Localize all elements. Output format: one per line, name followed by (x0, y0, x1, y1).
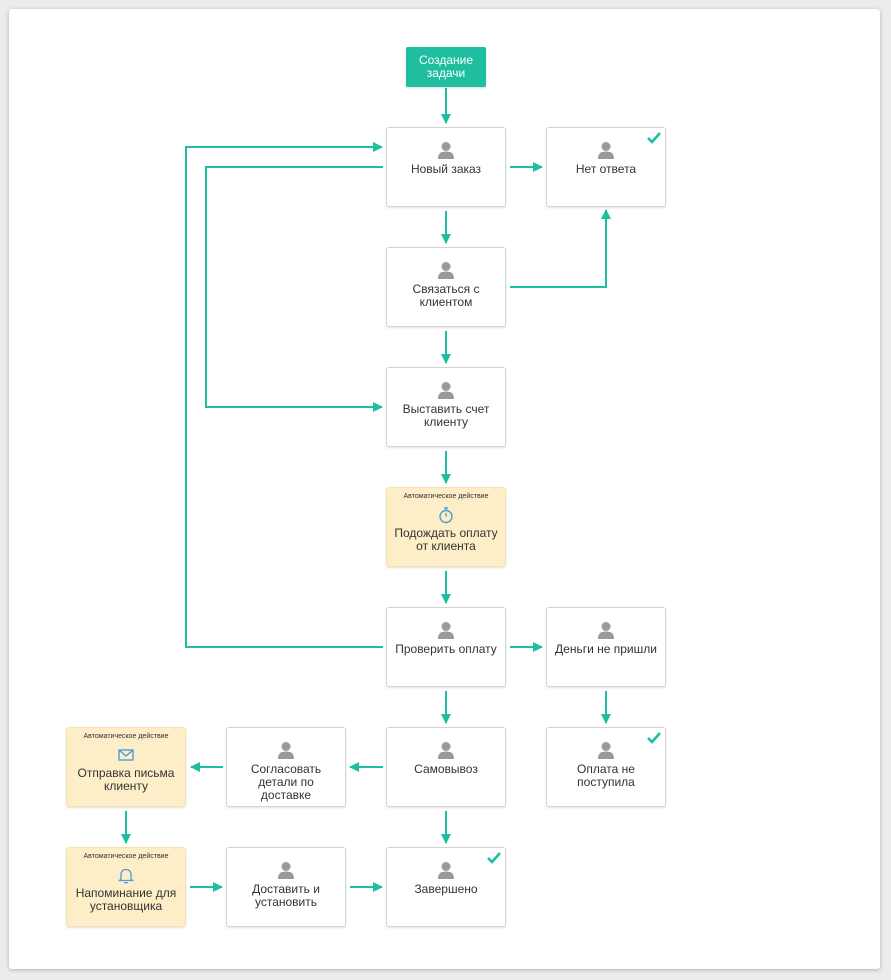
create-task-node[interactable]: Создание задачи (406, 47, 486, 87)
node-label: Согласовать детали по доставке (250, 762, 322, 802)
automatic-action-caption: Автоматическое действие (403, 493, 489, 500)
person-icon (438, 142, 454, 159)
node-send-email[interactable]: Автоматическое действие Отправка письма … (66, 727, 186, 807)
node-contact-client[interactable]: Связаться с клиентом (386, 247, 506, 327)
node-label: Нет ответа (575, 162, 637, 176)
node-payment-not-received[interactable]: Оплата не поступила (546, 727, 666, 807)
node-label: Напоминание для установщика (75, 886, 177, 913)
node-new-order[interactable]: Новый заказ (386, 127, 506, 207)
arrow-contact-to-no-answer (510, 209, 611, 288)
person-icon (278, 742, 294, 759)
node-label: Отправка письма клиенту (77, 766, 175, 793)
node-label: Деньги не пришли (555, 642, 657, 656)
timer-icon (439, 507, 453, 524)
person-icon (438, 262, 454, 279)
checkmark-icon (647, 732, 661, 744)
node-deliver-install[interactable]: Доставить и установить (226, 847, 346, 927)
node-invoice[interactable]: Выставить счет клиенту (386, 367, 506, 447)
node-label: Связаться с клиентом (412, 282, 480, 309)
person-icon (598, 622, 614, 639)
node-no-answer[interactable]: Нет ответа (546, 127, 666, 207)
node-pickup[interactable]: Самовывоз (386, 727, 506, 807)
node-label: Доставить и установить (252, 882, 320, 909)
checkmark-icon (487, 852, 501, 864)
node-completed[interactable]: Завершено (386, 847, 506, 927)
node-wait-payment[interactable]: Автоматическое действие Подождать оплату… (386, 487, 506, 567)
node-label: Подождать оплату от клиента (394, 526, 498, 553)
automatic-action-caption: Автоматическое действие (83, 853, 169, 860)
node-agree-delivery[interactable]: Согласовать детали по доставке (226, 727, 346, 807)
person-icon (598, 142, 614, 159)
person-icon (438, 382, 454, 399)
node-check-payment[interactable]: Проверить оплату (386, 607, 506, 687)
create-task-label: Создание задачи (418, 53, 474, 80)
envelope-icon (118, 749, 134, 761)
node-label: Завершено (414, 882, 478, 896)
person-icon (278, 862, 294, 879)
person-icon (438, 622, 454, 639)
node-reminder[interactable]: Автоматическое действие Напоминание для … (66, 847, 186, 927)
automatic-action-caption: Автоматическое действие (83, 733, 169, 740)
node-label: Самовывоз (414, 762, 478, 776)
arrow-new-order-loop-to-invoice (205, 166, 383, 412)
bell-icon (117, 868, 135, 884)
person-icon (438, 862, 454, 879)
arrow-check-loop-to-new-order (185, 142, 383, 648)
node-money-not-received[interactable]: Деньги не пришли (546, 607, 666, 687)
node-label: Оплата не поступила (577, 762, 635, 789)
node-label: Выставить счет клиенту (402, 402, 490, 429)
checkmark-icon (647, 132, 661, 144)
node-label: Проверить оплату (395, 642, 497, 656)
node-label: Новый заказ (410, 162, 482, 176)
person-icon (438, 742, 454, 759)
person-icon (598, 742, 614, 759)
